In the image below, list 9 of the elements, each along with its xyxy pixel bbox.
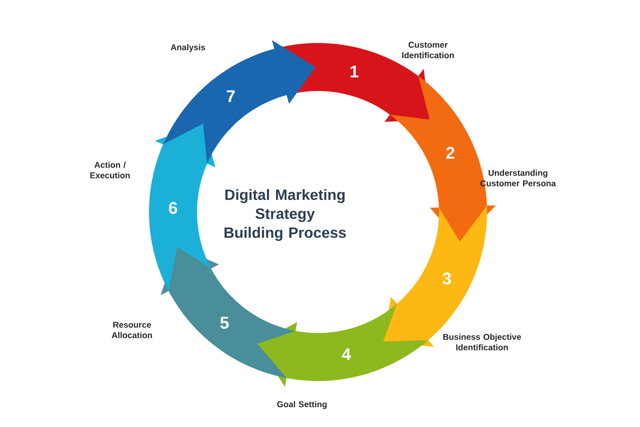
- step-label: Action / Execution: [90, 162, 130, 178]
- step-label: Analysis: [170, 44, 206, 52]
- step-label: Business Objective Identification: [443, 334, 522, 350]
- step-label: Resource Allocation: [112, 322, 152, 338]
- title: Digital Marketing Strategy Building Process: [224, 189, 346, 241]
- arrow-segment: 5: [160, 246, 296, 378]
- arrow-segment: 6: [149, 124, 216, 291]
- arrow-segment: 4: [257, 304, 428, 387]
- step-label: Goal Setting: [277, 401, 327, 409]
